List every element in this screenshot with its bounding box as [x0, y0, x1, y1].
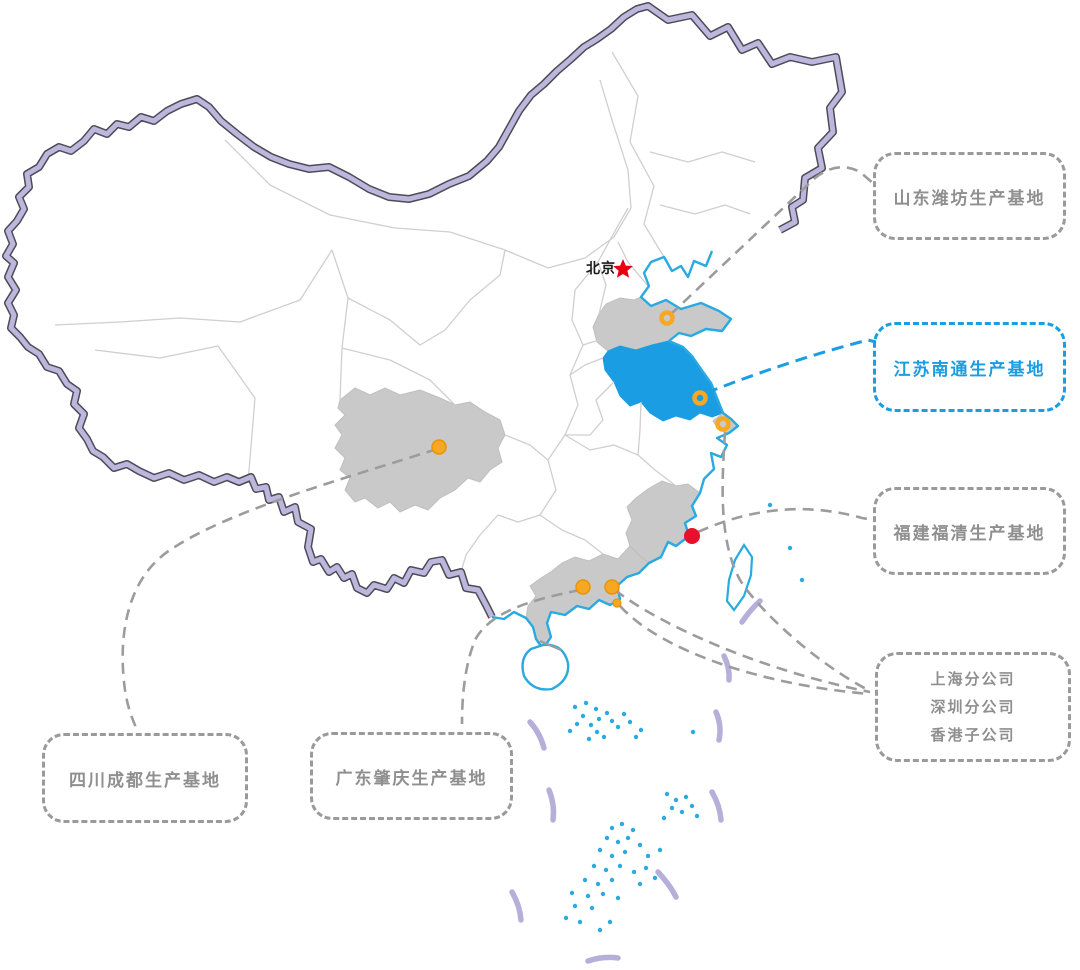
shanghai-connector: [721, 431, 871, 693]
callout-sichuan-chengdu-label: 四川成都生产基地: [69, 770, 221, 791]
beijing-label: 北京: [586, 258, 616, 278]
shenzhen-marker[interactable]: [604, 579, 620, 595]
callout-sichuan-chengdu[interactable]: 四川成都生产基地: [42, 733, 248, 823]
shanghai-marker[interactable]: [715, 416, 731, 432]
zhaoqing-marker[interactable]: [575, 579, 591, 595]
callout-jiangsu-nantong-label: 江苏南通生产基地: [893, 359, 1046, 380]
site-markers: [431, 259, 731, 608]
province-borders: [54, 51, 756, 573]
coastline: [491, 250, 740, 651]
nine-dash-line: [509, 598, 763, 964]
callout-shandong-weifang-label: 山东潍坊生产基地: [893, 188, 1046, 209]
weifang-marker[interactable]: [659, 310, 675, 326]
callout-jiangsu-nantong[interactable]: 江苏南通生产基地: [873, 322, 1066, 412]
hongkong-marker[interactable]: [612, 598, 622, 608]
beijing-label-text: 北京: [586, 261, 616, 277]
callout-fujian-fuqing[interactable]: 福建福清生产基地: [873, 487, 1066, 575]
nantong-marker[interactable]: [692, 390, 708, 406]
shenzhen-connector: [614, 588, 871, 694]
jiangsu-connector: [705, 338, 877, 395]
callout-guangdong-zhaoqing-label: 广东肇庆生产基地: [335, 768, 488, 789]
hainan-strait-line: [539, 639, 562, 652]
national-border: [3, 3, 845, 619]
island-dots: [563, 502, 805, 933]
fuqing-marker[interactable]: [684, 528, 700, 544]
chengdu-marker[interactable]: [431, 439, 447, 455]
hongkong-connector: [619, 605, 871, 696]
callout-office-hongkong: 香港子公司: [930, 726, 1016, 744]
zhaoqing-connector: [460, 588, 581, 725]
china-mainland: [6, 6, 842, 649]
beijing-star-icon: [613, 259, 633, 278]
hainan-island: [521, 643, 570, 691]
sichuan-province: [334, 387, 506, 513]
callout-shandong-weifang[interactable]: 山东潍坊生产基地: [873, 152, 1066, 240]
connectors: [121, 165, 875, 731]
callout-offices[interactable]: 上海分公司 深圳分公司 香港子公司: [875, 652, 1071, 762]
shandong-connector: [669, 165, 875, 316]
callout-office-shenzhen: 深圳分公司: [930, 698, 1016, 716]
chengdu-connector: [121, 447, 438, 731]
callout-guangdong-zhaoqing[interactable]: 广东肇庆生产基地: [310, 732, 513, 820]
callout-fujian-fuqing-label: 福建福清生产基地: [893, 523, 1046, 544]
callout-office-shanghai: 上海分公司: [930, 670, 1016, 688]
fujian-connector: [697, 507, 875, 534]
